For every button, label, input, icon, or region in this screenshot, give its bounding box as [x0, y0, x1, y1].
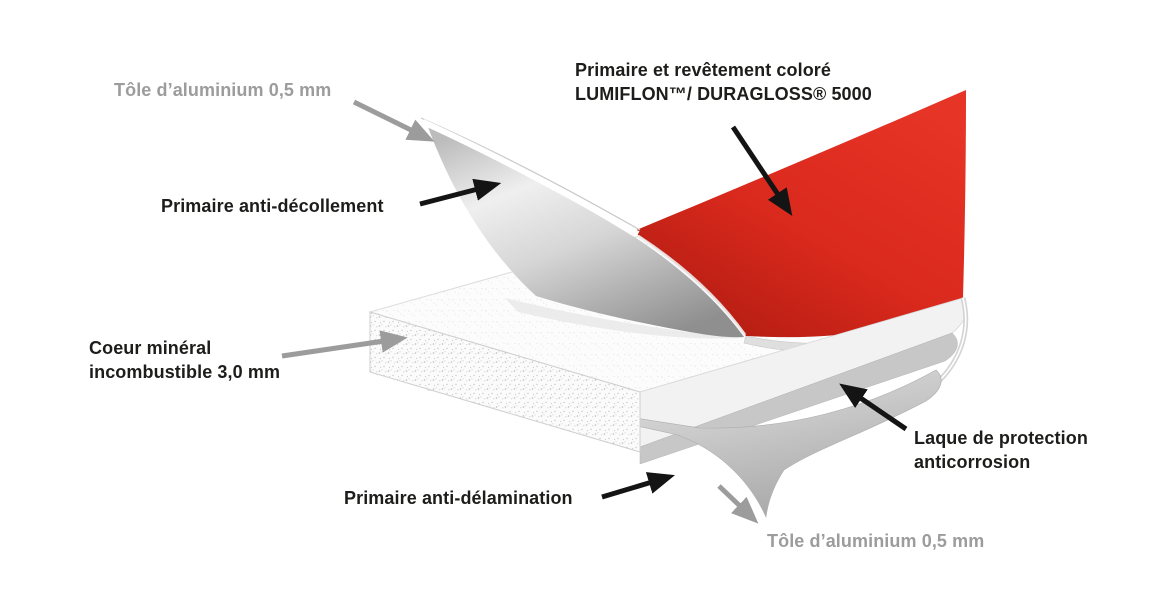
label-top-aluminium: Tôle d’aluminium 0,5 mm: [114, 80, 332, 100]
label-anticorrosion-line1: Laque de protection: [914, 428, 1088, 448]
label-primer-coating: Primaire et revêtement coloré LUMIFLON™/…: [575, 59, 872, 107]
label-anticorrosion-line2: anticorrosion: [914, 451, 1031, 472]
label-mineral-core: Coeur minéral incombustible 3,0 mm: [89, 337, 280, 385]
sheet-edge-highlight: [421, 119, 640, 237]
sheet-edge-outline: [420, 117, 641, 231]
label-primer-coating-line2: LUMIFLON™/ DURAGLOSS® 5000: [575, 83, 872, 104]
top-aluminium-sheet-underside: [428, 127, 744, 338]
arrow-anticorrosion: [839, 383, 908, 432]
label-primer-coating-line1: Primaire et revêtement coloré: [575, 60, 832, 80]
arrow-bottom-aluminium: [717, 484, 759, 524]
sheet-shadow: [505, 298, 740, 339]
arrow-anti-delamination: [601, 472, 675, 500]
label-bottom-aluminium: Tôle d’aluminium 0,5 mm: [767, 531, 985, 551]
red-coating-sheet: [634, 90, 966, 338]
right-end-curl-highlight: [936, 297, 967, 384]
label-anti-delamination: Primaire anti-délamination: [344, 488, 573, 508]
arrow-top-aluminium: [352, 99, 435, 142]
arrow-anti-peel-primer: [419, 178, 502, 207]
label-mineral-core-line2: incombustible 3,0 mm: [89, 361, 281, 382]
arrow-primer-coating: [730, 125, 793, 216]
arrow-mineral-core: [281, 330, 408, 359]
sheet-fold-highlight: [637, 234, 747, 336]
label-mineral-core-line1: Coeur minéral: [89, 338, 212, 358]
label-anti-peel-primer: Primaire anti-décollement: [161, 196, 384, 216]
label-anticorrosion: Laque de protection anticorrosion: [914, 427, 1088, 475]
core-front-face: [369, 311, 641, 453]
